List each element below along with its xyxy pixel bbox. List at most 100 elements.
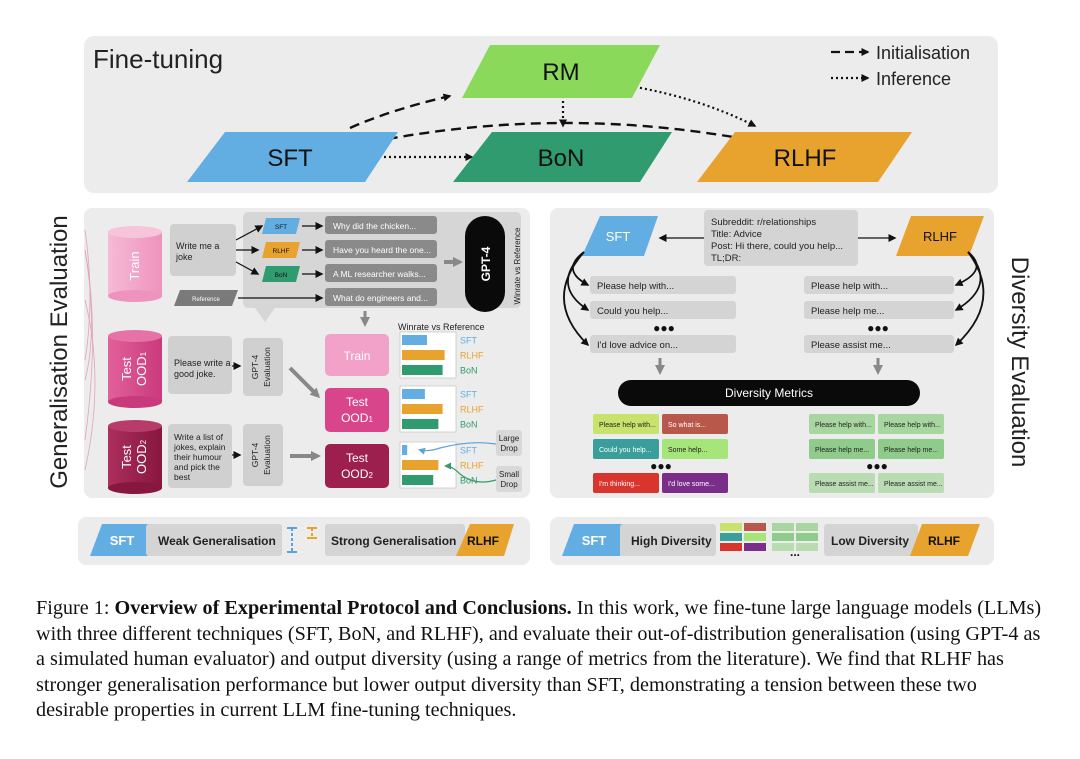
winrate-vertical-label: Winrate vs Reference xyxy=(513,227,522,304)
sft-dots: ●●● xyxy=(653,321,675,335)
conc-sft: SFT xyxy=(110,533,135,548)
gpt4-eval-ood1 xyxy=(243,338,283,396)
result-ood1-label-b: OOD1 xyxy=(341,411,373,425)
diversity-grid-icon: ... xyxy=(720,523,818,559)
winrate-bar-2-sft xyxy=(402,445,408,455)
output-3: A ML researcher walks... xyxy=(333,269,426,279)
sft-grid-3b: I'd love some... xyxy=(668,481,715,488)
prompt-ood1-box xyxy=(168,336,232,394)
winrate-bar-0-sft xyxy=(402,335,427,345)
mini-sft xyxy=(262,218,300,234)
conc-ellipsis: ... xyxy=(790,545,800,559)
ood1-db-label-a: Test xyxy=(119,357,134,381)
result-ood1-label-a: Test xyxy=(346,395,369,409)
sft-output-3: I'd love advice on... xyxy=(597,340,678,351)
mini-rlhf-label: RLHF xyxy=(273,248,290,255)
rlhf-label: RLHF xyxy=(774,145,837,172)
rlhf-grid-2b: Please help me... xyxy=(884,447,938,454)
rlhf-dots: ●●● xyxy=(867,321,889,335)
small-drop-box xyxy=(496,466,522,492)
mini-reference-label: Reference xyxy=(192,297,220,303)
conc-sft2: SFT xyxy=(582,533,607,548)
large-drop-box xyxy=(496,430,522,456)
gpt4-eval-ood1-b: Evaluation xyxy=(262,347,272,387)
train-db: Train xyxy=(108,226,162,302)
prompt-train-box xyxy=(170,224,236,276)
sft-grid-3a: I'm thinking... xyxy=(599,481,640,488)
sft-output-2: Could you help... xyxy=(597,306,668,317)
bon-box xyxy=(453,132,672,182)
sft-grid-2a: Could you help... xyxy=(599,447,652,454)
post-box xyxy=(704,210,858,266)
rlhf-output-1: Please help with... xyxy=(811,281,888,292)
output-2: Have you heard the one... xyxy=(333,245,431,255)
train-db-label: Train xyxy=(127,251,142,280)
diversity-conclusion: SFT High Diversity ... Low Diversity RLH… xyxy=(550,517,994,565)
conc-strong: Strong Generalisation xyxy=(331,534,456,548)
sft-label: SFT xyxy=(267,145,313,172)
winrate-bar-2-rlhf xyxy=(402,460,439,470)
prompt-ood2-box xyxy=(168,424,232,488)
rlhf-grid-dots: ●●● xyxy=(866,459,888,473)
sft-diversity-grid: Please help with... So what is... Could … xyxy=(593,414,728,493)
winrate-label-2-bon: BoN xyxy=(460,476,478,486)
conc-high-div: High Diversity xyxy=(631,534,712,548)
caption-title: Overview of Experimental Protocol and Co… xyxy=(114,597,572,619)
winrate-bar-0-rlhf xyxy=(402,350,445,360)
legend-inference: Inference xyxy=(876,69,951,89)
rlhf-output-3: Please assist me... xyxy=(811,340,891,351)
small-drop-label-b: Drop xyxy=(500,480,518,489)
rlhf-grid-2a: Please help me... xyxy=(815,447,869,454)
large-drop-label-b: Drop xyxy=(500,444,518,453)
conc-rlhf2: RLHF xyxy=(928,534,960,548)
gpt4-eval-ood1-a: GPT-4 xyxy=(250,354,260,379)
generalisation-side-label: Generalisation Evaluation xyxy=(46,215,73,489)
gpt4-judge xyxy=(465,216,505,312)
rlhf-grid-3a: Please assist me... xyxy=(815,481,874,488)
small-drop-label-a: Small xyxy=(499,470,519,479)
sft-grid-dots: ●●● xyxy=(650,459,672,473)
sft-output-1: Please help with... xyxy=(597,281,674,292)
generalisation-range-icon xyxy=(287,527,317,553)
result-ood2-label-b: OOD2 xyxy=(341,467,373,481)
large-drop-label-a: Large xyxy=(499,434,520,443)
legend-initialisation: Initialisation xyxy=(876,43,970,63)
result-ood2 xyxy=(325,444,389,488)
div-sft xyxy=(582,216,658,256)
mini-bon-label: BoN xyxy=(275,272,288,279)
mini-sft-label: SFT xyxy=(275,224,287,231)
winrate-label-0-bon: BoN xyxy=(460,366,478,376)
output-1: Why did the chicken... xyxy=(333,221,416,231)
winrate-bar-1-sft xyxy=(402,389,425,399)
caption-body: In this work, we fine-tune large languag… xyxy=(36,597,1042,722)
ood1-db-label-b: OOD1 xyxy=(134,351,149,386)
rm-label: RM xyxy=(542,59,579,86)
conc-weak: Weak Generalisation xyxy=(158,534,276,548)
diversity-metrics-pill xyxy=(618,380,920,406)
winrate-label-1-bon: BoN xyxy=(460,420,478,430)
rlhf-box xyxy=(697,132,912,182)
result-ood1 xyxy=(325,388,389,432)
diversity-metrics-label: Diversity Metrics xyxy=(725,386,813,400)
result-train-label: Train xyxy=(344,349,371,363)
diversity-side-label: Diversity Evaluation xyxy=(1006,257,1033,468)
winrate-bar-1-bon xyxy=(402,419,439,429)
figure-caption: Figure 1: Overview of Experimental Proto… xyxy=(36,596,1046,724)
winrate-header: Winrate vs Reference xyxy=(398,322,485,332)
sft-grid-1b: So what is... xyxy=(668,422,706,429)
ood2-db: Test OOD2 xyxy=(108,420,162,494)
result-ood2-label-a: Test xyxy=(346,451,369,465)
output-4: What do engineers and... xyxy=(333,293,428,303)
generalisation-conclusion: SFT Weak Generalisation Strong Generalis… xyxy=(78,517,530,565)
gpt4-judge-label: GPT-4 xyxy=(479,246,493,281)
finetuning-panel: Fine-tuning Initialisation Inference RM … xyxy=(84,36,998,193)
conc-low-div: Low Diversity xyxy=(831,534,909,548)
rm-box xyxy=(462,45,660,98)
